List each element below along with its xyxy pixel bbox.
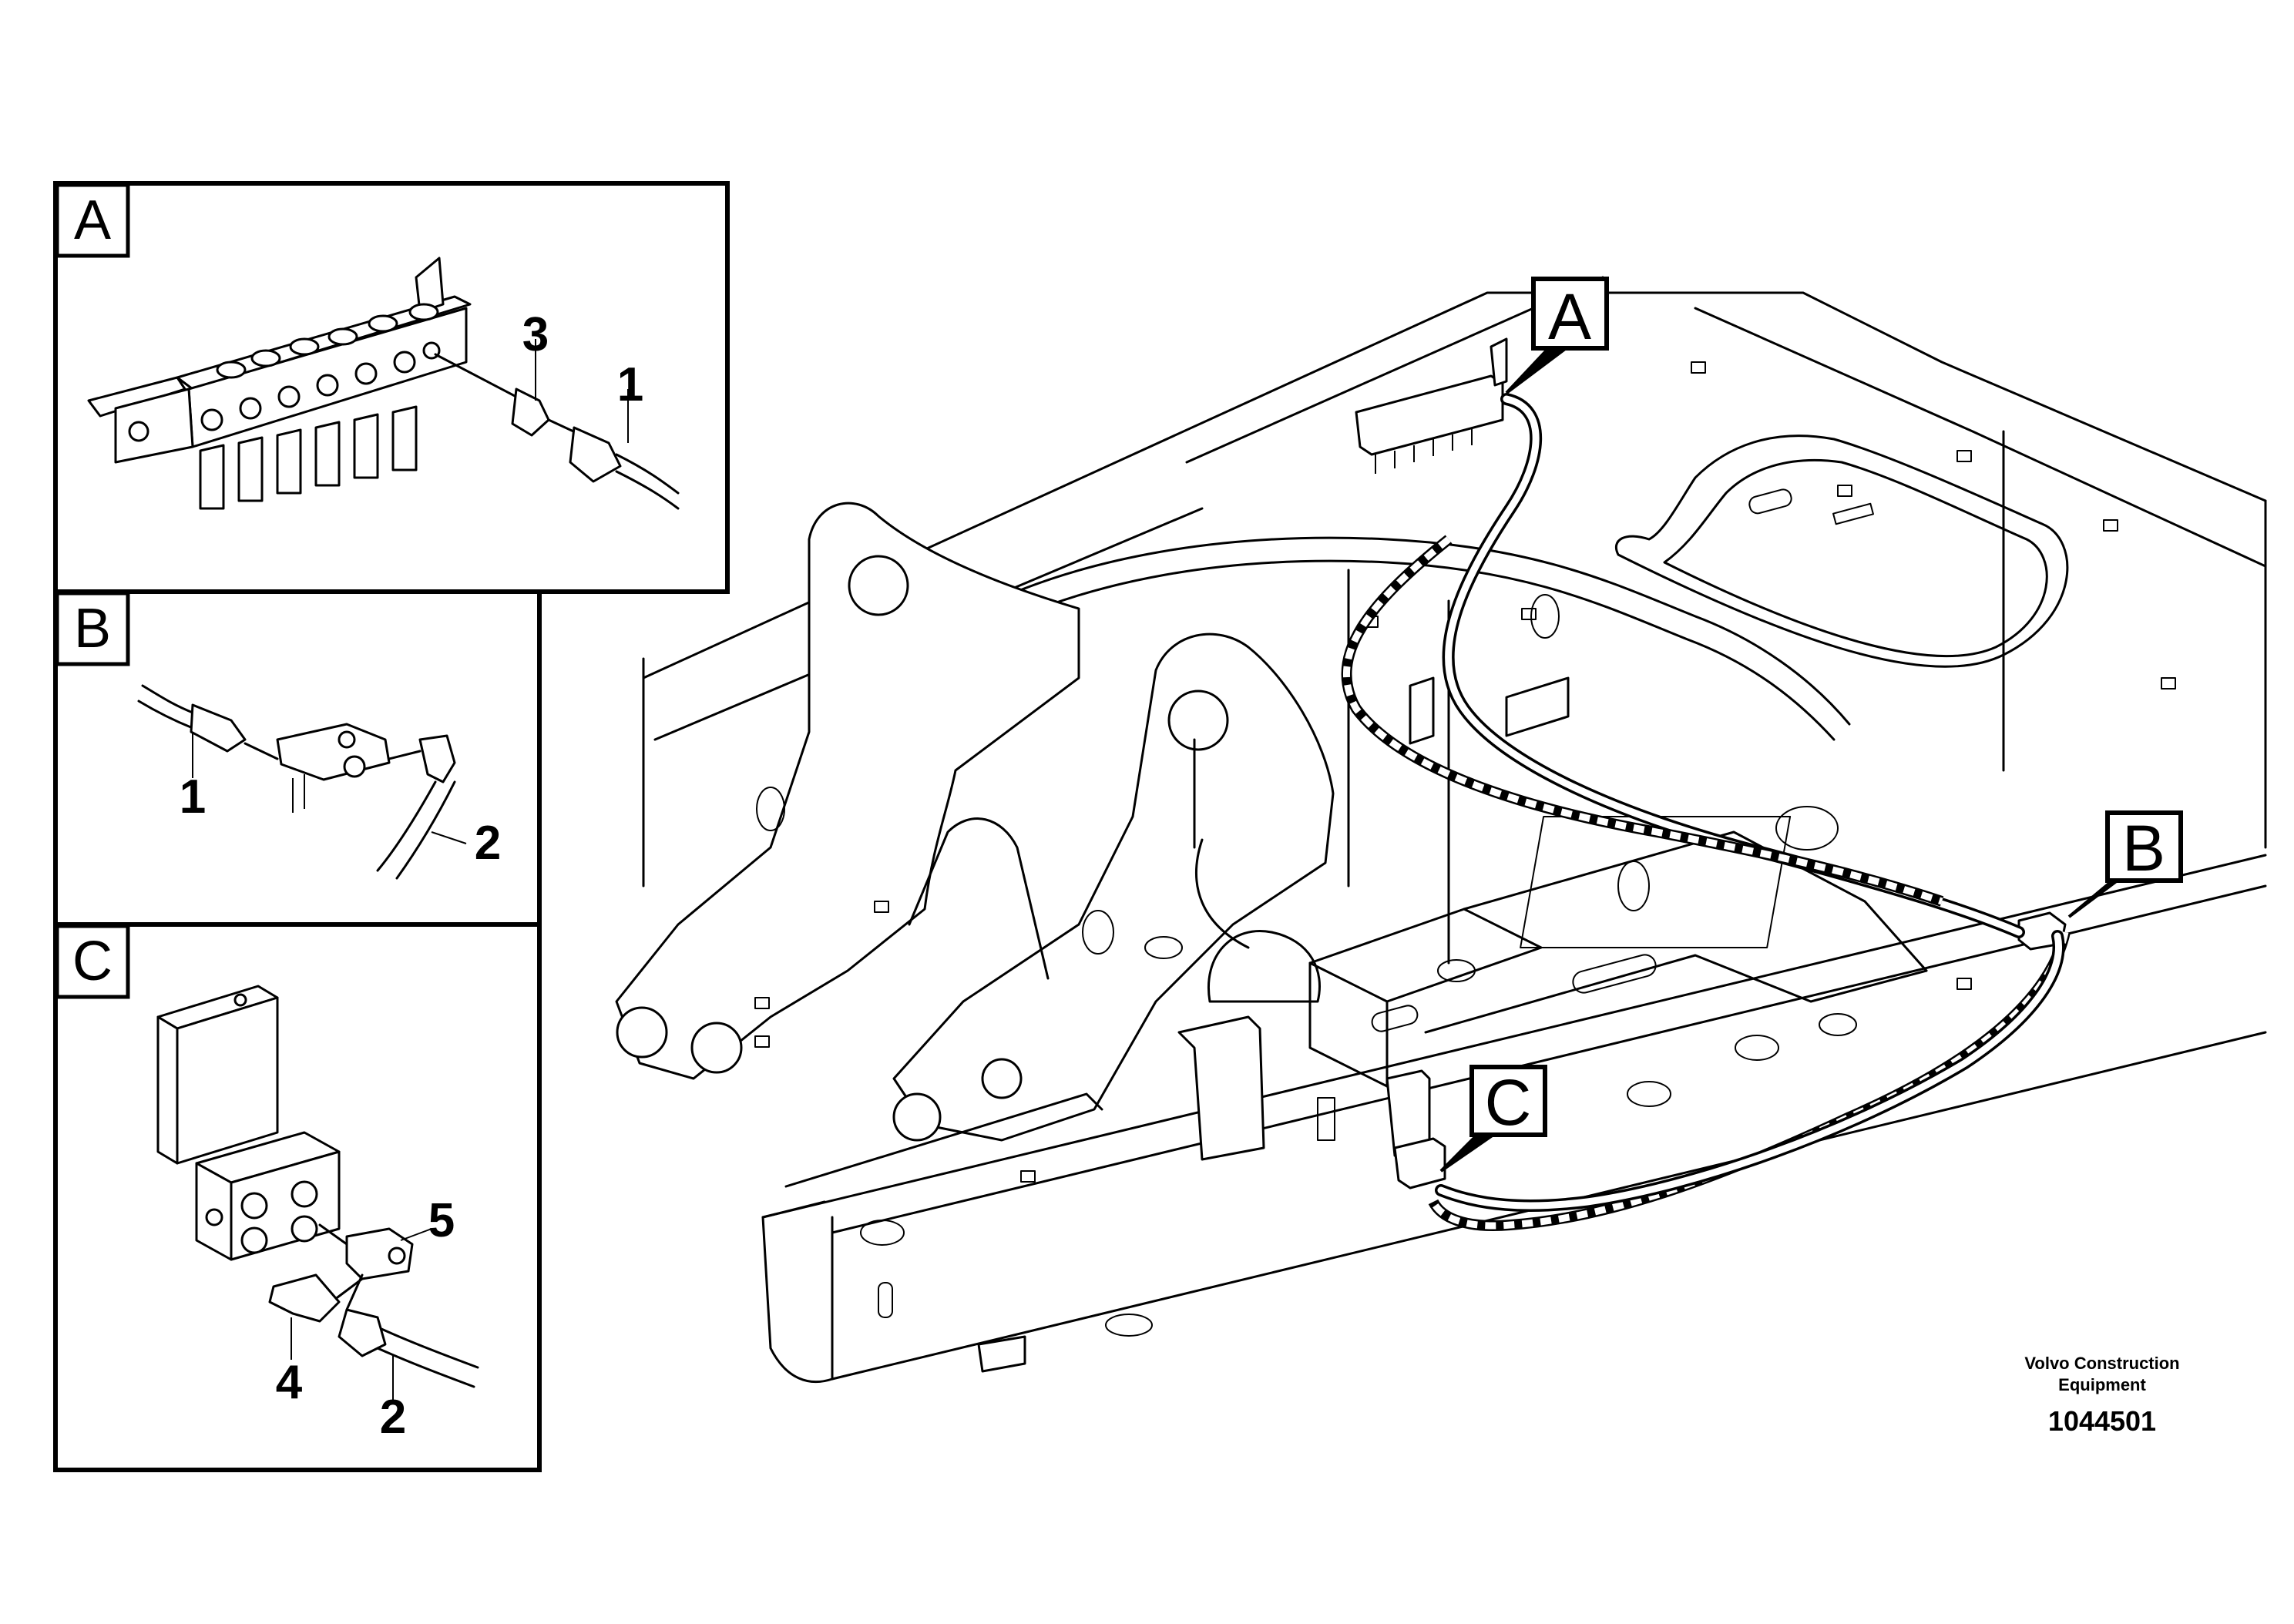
tee-block-b	[276, 723, 391, 781]
hose-hidden-a	[1341, 535, 1944, 907]
distribution-block-main	[1393, 1137, 1446, 1189]
document-number: 1044501	[2048, 1405, 2156, 1437]
hose-1-b	[141, 684, 194, 714]
callout-b-letter: B	[2122, 812, 2165, 884]
hose-routing	[1341, 393, 2071, 1231]
hose-2-c	[380, 1327, 479, 1369]
boom-bracket-front	[892, 632, 1335, 1142]
tee-fitting-5	[345, 1227, 414, 1280]
grease-manifold-block	[87, 257, 472, 510]
manifold-bolts	[216, 303, 439, 379]
manifold-ports	[128, 341, 441, 442]
hose-end-fitting-c	[338, 1308, 387, 1357]
publisher-line-1: Volvo Construction	[2024, 1354, 2179, 1373]
main-frame-assembly	[615, 276, 2267, 1384]
part-label-4: 4	[276, 1356, 303, 1409]
boom-bracket-rear	[615, 502, 1080, 1080]
part-label-1: 1	[617, 358, 643, 411]
callout-a-letter: A	[1548, 280, 1591, 353]
panel-a-letter: A	[74, 190, 111, 251]
distribution-block-c	[195, 1131, 341, 1261]
elbow-fitting-b	[418, 734, 456, 783]
hose-end-fitting-1	[569, 426, 622, 483]
part-label-1-b: 1	[180, 770, 206, 824]
detail-panel-b: B 1 2	[53, 589, 542, 927]
part-label-3: 3	[522, 308, 549, 361]
support-post	[1177, 1015, 1265, 1161]
detail-panel-c: C 5 4 2	[53, 922, 542, 1472]
mounting-bracket-c	[156, 985, 279, 1165]
elbow-fitting-4	[268, 1273, 341, 1323]
panel-c-frame	[53, 922, 542, 1472]
hose-end-fitting-b	[190, 703, 247, 753]
end-bracket-c	[1385, 1069, 1431, 1157]
hose-2-b	[376, 780, 437, 872]
hose-1	[615, 453, 680, 495]
grease-manifold-main	[1355, 374, 1504, 456]
part-label-5: 5	[428, 1194, 455, 1247]
publisher-footer: Volvo Construction Equipment 1044501	[2024, 1354, 2179, 1437]
frame-plates	[1409, 676, 1570, 745]
panel-c-letter: C	[72, 931, 113, 992]
adapter-fitting-3	[511, 388, 550, 437]
callout-b: B	[2067, 810, 2183, 918]
detail-panel-a: A	[53, 181, 730, 594]
frame-lugs	[754, 361, 2176, 1183]
part-label-2-c: 2	[380, 1391, 406, 1444]
panel-a-tag	[55, 183, 130, 258]
panel-b-letter: B	[74, 598, 111, 659]
callout-a: A	[1505, 277, 1609, 394]
panel-c-tag	[55, 924, 130, 999]
panel-b-tag	[55, 591, 130, 666]
callout-c-letter: C	[1485, 1066, 1532, 1139]
callout-c: C	[1439, 1065, 1547, 1173]
manifold-cartridges	[199, 405, 418, 510]
part-label-2-b: 2	[475, 817, 501, 870]
publisher-line-2: Equipment	[2058, 1375, 2146, 1394]
